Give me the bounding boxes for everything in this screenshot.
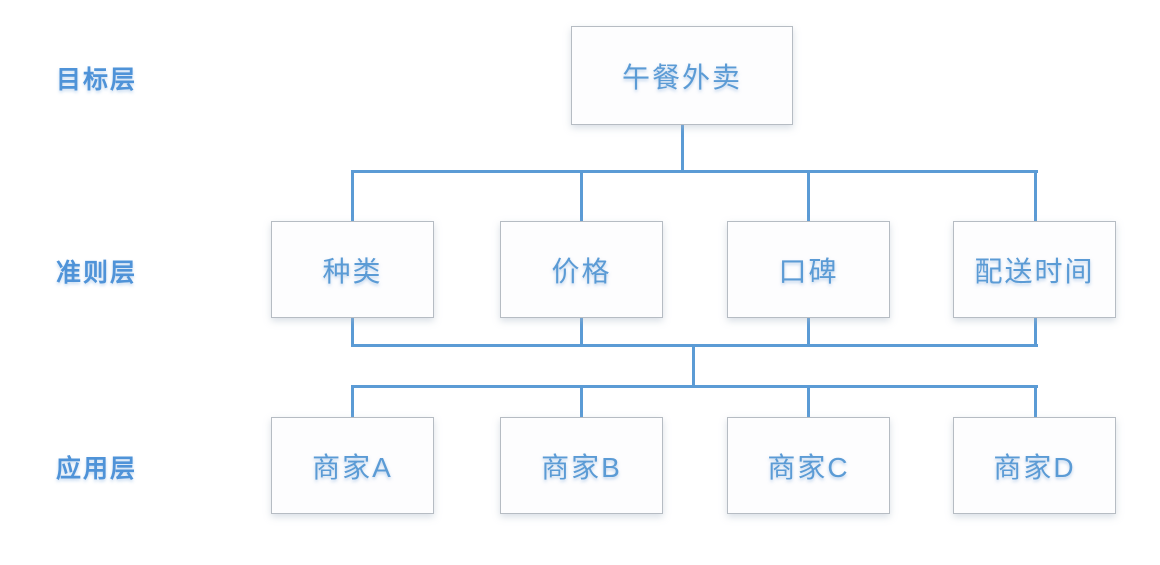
node-goal: 午餐外卖 [571,26,793,125]
node-merchant-d: 商家D [953,417,1116,514]
layer-label-application: 应用层 [56,455,138,483]
connector-drop-alt-2 [580,387,583,417]
connector-bus-application [351,385,1038,388]
node-criterion-delivery-time: 配送时间 [953,221,1116,318]
layer-label-goal: 目标层 [56,66,138,94]
connector-riser-criteria-3 [807,318,810,347]
connector-drop-alt-1 [351,387,354,417]
node-criterion-price: 价格 [500,221,663,318]
node-merchant-c: 商家C [727,417,890,514]
node-criterion-reputation: 口碑 [727,221,890,318]
connector-drop-alt-3 [807,387,810,417]
node-merchant-a: 商家A [271,417,434,514]
connector-riser-criteria-2 [580,318,583,347]
node-merchant-b: 商家B [500,417,663,514]
connector-riser-criteria-4 [1034,318,1037,347]
connector-goal-trunk [681,125,684,172]
connector-bus-goal-criteria [351,170,1038,173]
connector-drop-criteria-2 [580,172,583,222]
connector-drop-criteria-4 [1034,172,1037,222]
node-criterion-type: 种类 [271,221,434,318]
connector-drop-alt-4 [1034,387,1037,417]
connector-center-trunk [692,344,695,388]
layer-label-criteria: 准则层 [56,259,138,287]
connector-riser-criteria-1 [351,318,354,347]
connector-drop-criteria-1 [351,172,354,222]
connector-drop-criteria-3 [807,172,810,222]
